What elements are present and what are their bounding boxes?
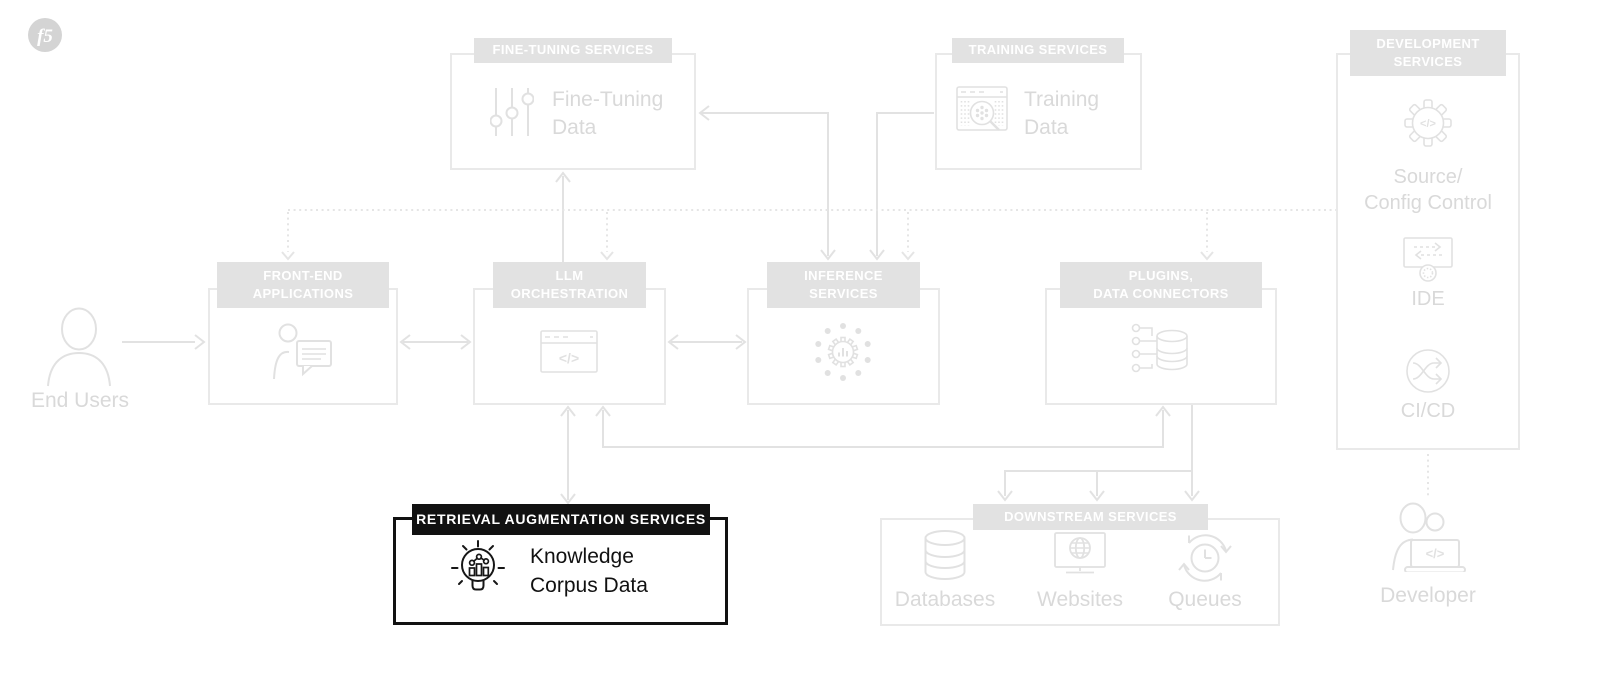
connector-llm-inference bbox=[667, 334, 747, 350]
sliders-icon bbox=[489, 84, 535, 140]
data-search-icon bbox=[956, 84, 1012, 140]
front-end-applications-header: FRONT-END APPLICATIONS bbox=[217, 262, 389, 308]
database-icon bbox=[917, 528, 973, 584]
bulb-chart-icon bbox=[450, 540, 506, 598]
ide-icon bbox=[1401, 237, 1455, 283]
svg-text:f5: f5 bbox=[37, 26, 53, 47]
knowledge-corpus-data-label: Knowledge Corpus Data bbox=[530, 545, 648, 597]
gear-code-icon: </> bbox=[1403, 98, 1453, 148]
fine-tuning-services-header: FINE-TUNING SERVICES bbox=[474, 38, 672, 63]
connector-training-inference bbox=[869, 112, 934, 261]
source-config-control-label: Source/ Config Control bbox=[1364, 166, 1492, 215]
cicd-label: CI/CD bbox=[1400, 400, 1456, 422]
fine-tuning-data-label: Fine-Tuning Data bbox=[552, 88, 664, 139]
svg-text:</>: </> bbox=[1426, 546, 1445, 561]
training-services-header: TRAINING SERVICES bbox=[952, 38, 1124, 63]
downstream-services-header: DOWNSTREAM SERVICES bbox=[973, 504, 1208, 530]
website-icon bbox=[1050, 532, 1110, 584]
ai-gear-icon bbox=[812, 321, 874, 383]
svg-text:</>: </> bbox=[1420, 118, 1436, 130]
connector-llm-plugins bbox=[595, 405, 1171, 448]
development-services-header: DEVELOPMENT SERVICES bbox=[1350, 30, 1506, 76]
connector-llm-retrieval bbox=[560, 405, 576, 505]
svg-text:</>: </> bbox=[559, 350, 579, 366]
retrieval-augmentation-services-header: RETRIEVAL AUGMENTATION SERVICES bbox=[412, 504, 710, 535]
queues-label: Queues bbox=[1168, 588, 1242, 611]
cicd-icon bbox=[1405, 348, 1451, 394]
end-users-label: End Users bbox=[30, 389, 130, 412]
chat-user-icon bbox=[272, 322, 334, 382]
retrieval-augmentation-services-box bbox=[393, 517, 728, 625]
data-connector-icon bbox=[1128, 322, 1194, 382]
person-icon bbox=[45, 306, 113, 388]
browser-code-icon: </> bbox=[540, 330, 598, 374]
connector-llm-finetuning bbox=[555, 171, 571, 262]
plugins-data-connectors-header: PLUGINS, DATA CONNECTORS bbox=[1060, 262, 1262, 308]
inference-services-header: INFERENCE SERVICES bbox=[767, 262, 920, 308]
connector-finetuning-inference bbox=[698, 105, 836, 261]
training-data-label: Training Data bbox=[1024, 88, 1100, 139]
training-services-box bbox=[935, 53, 1142, 170]
connector-plugins-downstream bbox=[997, 405, 1200, 502]
queues-icon bbox=[1176, 530, 1234, 586]
ide-label: IDE bbox=[1411, 288, 1445, 310]
websites-label: Websites bbox=[1037, 588, 1123, 611]
llm-orchestration-header: LLM ORCHESTRATION bbox=[493, 262, 646, 308]
connector-endusers-frontend bbox=[122, 334, 206, 350]
developer-label: Developer bbox=[1380, 584, 1476, 607]
developer-icon: </> bbox=[1388, 502, 1468, 574]
f5-logo-icon: f5 bbox=[26, 16, 64, 54]
dev-bus-arrowheads bbox=[281, 251, 1214, 261]
connector-frontend-llm bbox=[399, 334, 472, 350]
databases-label: Databases bbox=[894, 588, 996, 611]
fine-tuning-services-box bbox=[450, 53, 696, 170]
